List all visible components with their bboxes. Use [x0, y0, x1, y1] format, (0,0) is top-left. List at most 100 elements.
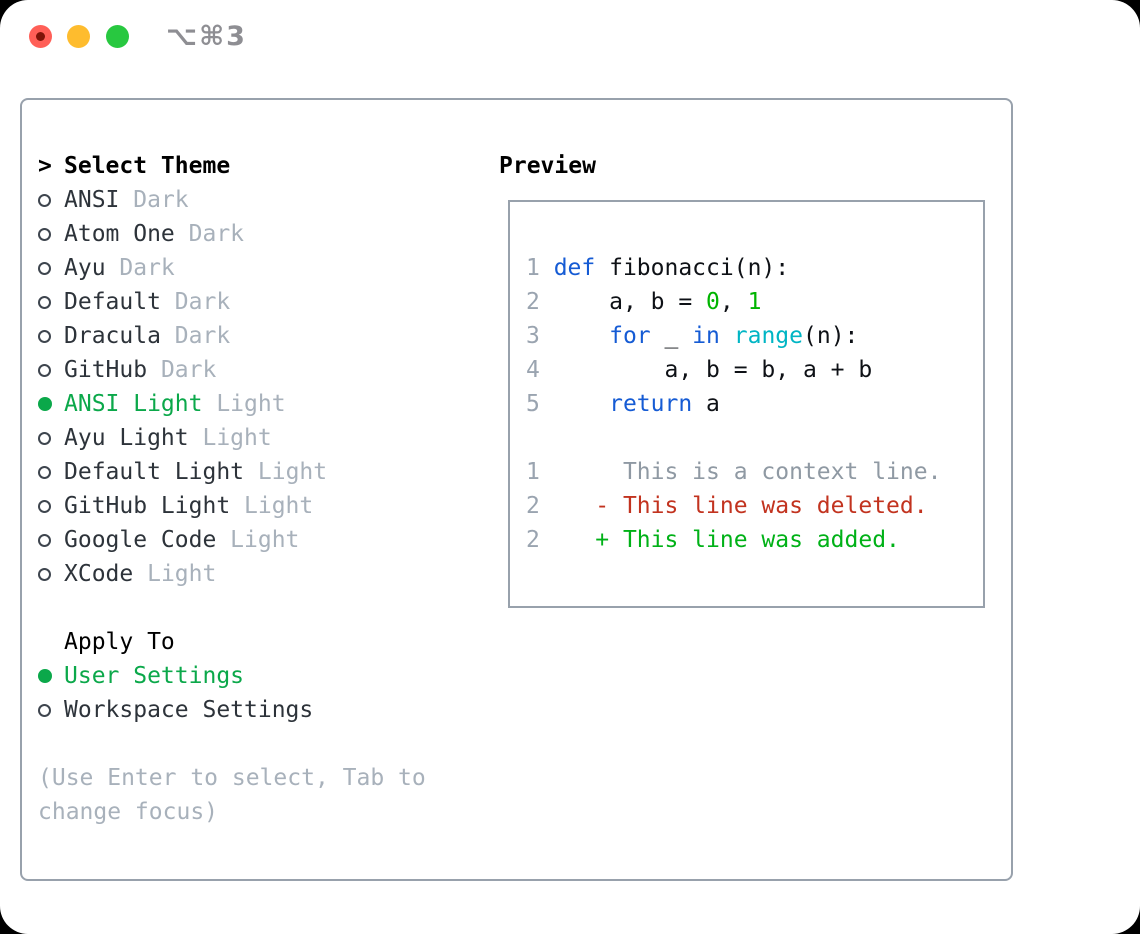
- radio-icon: [38, 431, 64, 445]
- theme-name: Ayu: [64, 255, 120, 281]
- radio-selected-icon: [38, 397, 64, 411]
- radio-icon: [38, 227, 64, 241]
- theme-option-dracula-dark[interactable]: Dracula Dark: [38, 319, 327, 353]
- code-line: 3 for _ in range(n):: [526, 319, 941, 353]
- theme-selector-title: Select Theme: [64, 153, 231, 179]
- theme-variant: Light: [216, 391, 286, 417]
- radio-circle: [38, 363, 51, 377]
- theme-option-ansi-light-light[interactable]: ANSI Light Light: [38, 387, 327, 421]
- apply-to-title-row: Apply To: [38, 625, 313, 659]
- zoom-button[interactable]: [106, 25, 129, 48]
- radio-icon: [38, 465, 64, 479]
- radio-circle: [38, 703, 51, 717]
- theme-name: ANSI Light: [64, 391, 217, 417]
- radio-icon: [38, 329, 64, 343]
- hint-text: (Use Enter to select, Tab to change focu…: [38, 765, 426, 825]
- theme-option-xcode-light[interactable]: XCode Light: [38, 557, 327, 591]
- theme-option-ayu-dark[interactable]: Ayu Dark: [38, 251, 327, 285]
- theme-name: Default: [64, 289, 175, 315]
- radio-icon: [38, 295, 64, 309]
- radio-circle: [38, 499, 51, 513]
- code-token: 2: [526, 527, 540, 553]
- code-token: - This line was deleted.: [595, 493, 928, 519]
- code-token: 4: [526, 357, 554, 383]
- theme-name: Default Light: [64, 459, 258, 485]
- blank-line: [526, 421, 941, 455]
- radio-circle: [38, 567, 51, 581]
- code-line: 2 a, b = 0, 1: [526, 285, 941, 319]
- theme-option-google-code-light[interactable]: Google Code Light: [38, 523, 327, 557]
- theme-variant: Light: [244, 493, 314, 519]
- radio-circle: [38, 669, 52, 683]
- theme-option-ayu-light-light[interactable]: Ayu Light Light: [38, 421, 327, 455]
- theme-variant: Light: [257, 459, 328, 485]
- radio-circle: [38, 431, 51, 445]
- apply-option-label: User Settings: [64, 663, 245, 689]
- theme-variant: Light: [202, 425, 272, 451]
- theme-option-github-light-light[interactable]: GitHub Light Light: [38, 489, 327, 523]
- theme-name: ANSI: [64, 187, 134, 213]
- code-token: 0: [706, 289, 720, 315]
- diff-line: 1 This is a context line.: [526, 455, 941, 489]
- code-token: 1: [526, 459, 540, 485]
- code-token: This is a context line.: [539, 459, 942, 485]
- theme-name: Dracula: [64, 323, 175, 349]
- code-token: a, b =: [553, 289, 707, 315]
- code-token: (n):: [803, 323, 859, 349]
- apply-option-label: Workspace Settings: [64, 697, 314, 723]
- radio-icon: [38, 193, 64, 207]
- theme-variant: Light: [147, 561, 217, 587]
- theme-name: GitHub: [64, 357, 161, 383]
- theme-name: XCode: [64, 561, 148, 587]
- code-token: 3: [526, 323, 554, 349]
- theme-variant: Dark: [188, 221, 245, 247]
- radio-circle: [38, 329, 51, 343]
- radio-icon: [38, 567, 64, 581]
- apply-to-title: Apply To: [64, 629, 175, 655]
- theme-option-default-dark[interactable]: Default Dark: [38, 285, 327, 319]
- code-token: 1: [526, 255, 554, 281]
- theme-variant: Dark: [160, 357, 217, 383]
- radio-circle: [38, 193, 51, 207]
- code-line: 1 def fibonacci(n):: [526, 251, 941, 285]
- theme-variant: Light: [230, 527, 300, 553]
- code-token: [540, 527, 595, 553]
- radio-icon: [38, 499, 64, 513]
- theme-variant: Dark: [133, 187, 189, 213]
- apply-option-user-settings[interactable]: User Settings: [38, 659, 313, 693]
- code-token: 2: [526, 289, 554, 315]
- code-token: 2: [526, 493, 540, 519]
- radio-circle: [38, 295, 51, 309]
- code-token: 5: [526, 391, 554, 417]
- main-panel: [20, 98, 1013, 881]
- minimize-button[interactable]: [67, 25, 90, 48]
- theme-option-atom-one-dark[interactable]: Atom One Dark: [38, 217, 327, 251]
- window-shortcut-label: ⌥⌘3: [166, 21, 247, 52]
- code-token: [554, 323, 609, 349]
- radio-circle: [38, 397, 52, 411]
- theme-option-ansi-dark[interactable]: ANSI Dark: [38, 183, 327, 217]
- theme-variant: Dark: [174, 289, 231, 315]
- theme-option-github-dark[interactable]: GitHub Dark: [38, 353, 327, 387]
- theme-option-default-light-light[interactable]: Default Light Light: [38, 455, 327, 489]
- code-token: def: [553, 255, 596, 281]
- radio-circle: [38, 533, 51, 547]
- code-token: return: [609, 391, 693, 417]
- apply-option-workspace-settings[interactable]: Workspace Settings: [38, 693, 313, 727]
- radio-circle: [38, 227, 51, 241]
- radio-icon: [38, 261, 64, 275]
- radio-icon: [38, 363, 64, 377]
- close-button[interactable]: [29, 25, 52, 48]
- code-line: 5 return a: [526, 387, 941, 421]
- diff-line: 2 + This line was added.: [526, 523, 941, 557]
- code-line: 4 a, b = b, a + b: [526, 353, 941, 387]
- theme-name: Google Code: [64, 527, 231, 553]
- theme-name: GitHub Light: [64, 493, 245, 519]
